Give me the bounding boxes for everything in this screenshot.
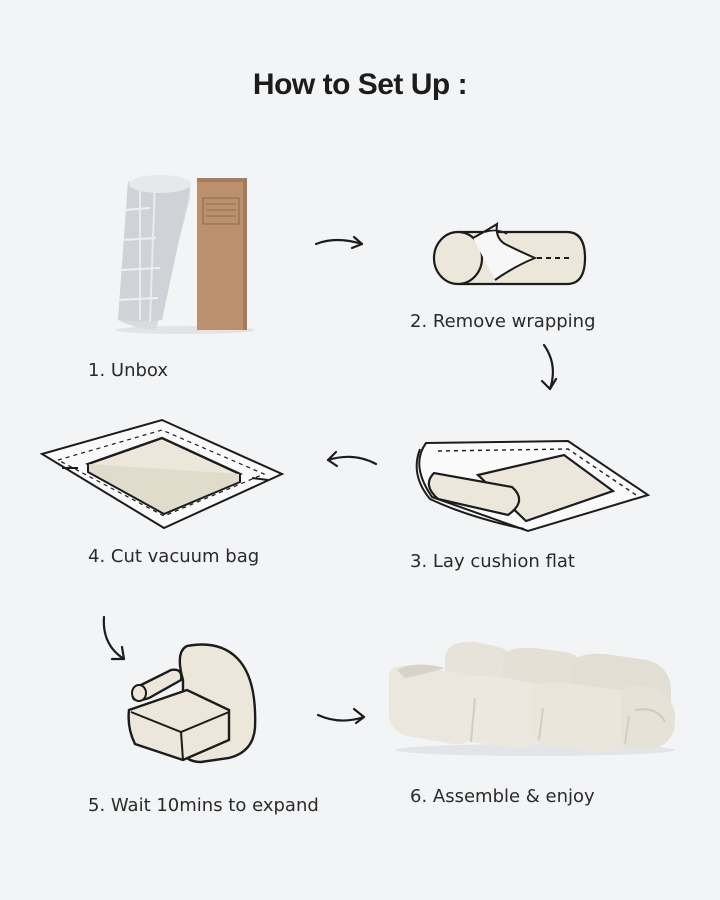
lay-flat-cushion-icon: [408, 435, 658, 535]
cardboard-box-icon: [197, 178, 247, 330]
assembled-sofa-image: [385, 638, 685, 758]
step-label-2: 2. Remove wrapping: [410, 311, 596, 332]
wrapped-roll-icon: [117, 175, 191, 330]
step-label-4: 4. Cut vacuum bag: [88, 546, 260, 567]
arrow-left-icon: [324, 450, 378, 472]
rolled-cushion-icon: [425, 221, 590, 292]
arrow-right-icon: [314, 232, 366, 254]
unbox-illustration: [110, 170, 260, 335]
vacuum-bag-cushion-icon: [39, 418, 285, 530]
page-title: How to Set Up :: [252, 68, 468, 101]
step-label-1: 1. Unbox: [88, 360, 169, 381]
step-label-3: 3. Lay cushion flat: [410, 551, 575, 572]
step-label-6: 6. Assemble & enjoy: [410, 786, 595, 807]
arrow-down-icon: [98, 615, 130, 663]
arrow-down-icon: [538, 343, 562, 393]
arrow-right-icon: [316, 705, 368, 725]
step-label-5: 5. Wait 10mins to expand: [88, 795, 319, 816]
expanded-chair-icon: [125, 640, 260, 765]
